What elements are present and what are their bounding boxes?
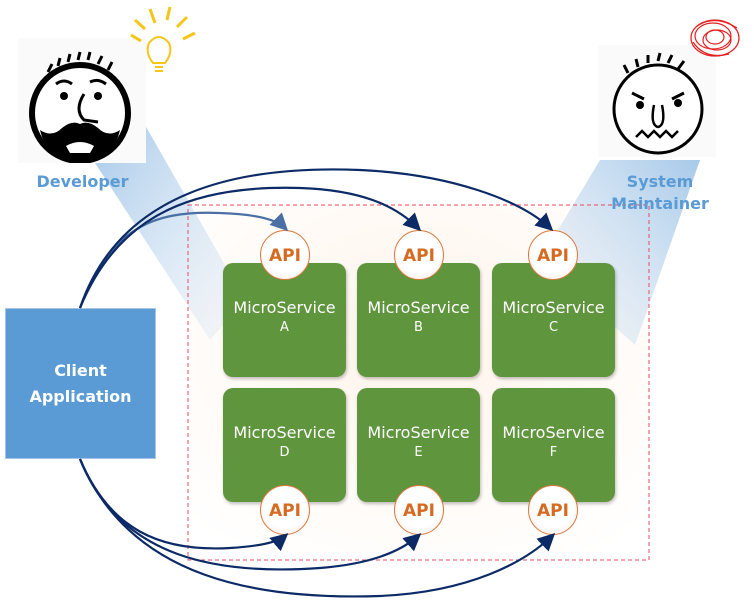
arrow-client-to-api-a	[78, 211, 289, 309]
api-badge-a[interactable]: API	[260, 230, 310, 280]
arrow-client-to-api-c	[78, 168, 554, 309]
service-letter: C	[548, 320, 559, 335]
maintainer-view-beam	[540, 160, 700, 345]
maintainer-label-line1: System	[626, 172, 694, 191]
system-boundary	[187, 204, 650, 561]
service-name: MicroService	[367, 298, 470, 317]
service-letter: E	[414, 445, 423, 460]
grimacing-face-icon	[612, 52, 704, 155]
arrow-client-to-api-e	[78, 458, 422, 571]
service-name: MicroService	[233, 298, 336, 317]
service-name: MicroService	[367, 423, 470, 442]
api-badge-c[interactable]: API	[528, 230, 578, 280]
bearded-face-icon	[29, 51, 131, 164]
maintainer-label: System Maintainer	[610, 171, 710, 215]
service-letter: D	[279, 445, 290, 460]
maintainer-label-line2: Maintainer	[611, 194, 709, 213]
service-letter: F	[549, 445, 558, 460]
api-badge-e[interactable]: API	[394, 485, 444, 535]
service-letter: B	[414, 320, 423, 335]
service-name: MicroService	[502, 298, 605, 317]
microservice-a[interactable]: MicroService A	[223, 263, 346, 377]
service-name: MicroService	[233, 423, 336, 442]
arrow-client-to-api-f	[78, 458, 556, 598]
developer-label: Developer	[36, 172, 129, 191]
client-label-line2: Application	[29, 386, 132, 406]
arrow-client-to-api-b	[78, 186, 422, 309]
microservice-d[interactable]: MicroService D	[223, 388, 346, 502]
microservice-e[interactable]: MicroService E	[357, 388, 480, 502]
arrow-client-to-api-d	[78, 458, 289, 552]
client-application-box[interactable]: Client Application	[5, 308, 156, 459]
client-label-line1: Client	[54, 360, 107, 380]
microservice-c[interactable]: MicroService C	[492, 263, 615, 377]
lightbulb-icon	[130, 6, 196, 72]
scribble-cloud-icon	[690, 19, 740, 57]
microservice-f[interactable]: MicroService F	[492, 388, 615, 502]
api-badge-f[interactable]: API	[528, 485, 578, 535]
maintainer-figure	[598, 45, 716, 157]
developer-view-beam	[95, 125, 245, 340]
service-letter: A	[280, 320, 289, 335]
service-name: MicroService	[502, 423, 605, 442]
developer-figure	[18, 38, 146, 164]
microservice-b[interactable]: MicroService B	[357, 263, 480, 377]
